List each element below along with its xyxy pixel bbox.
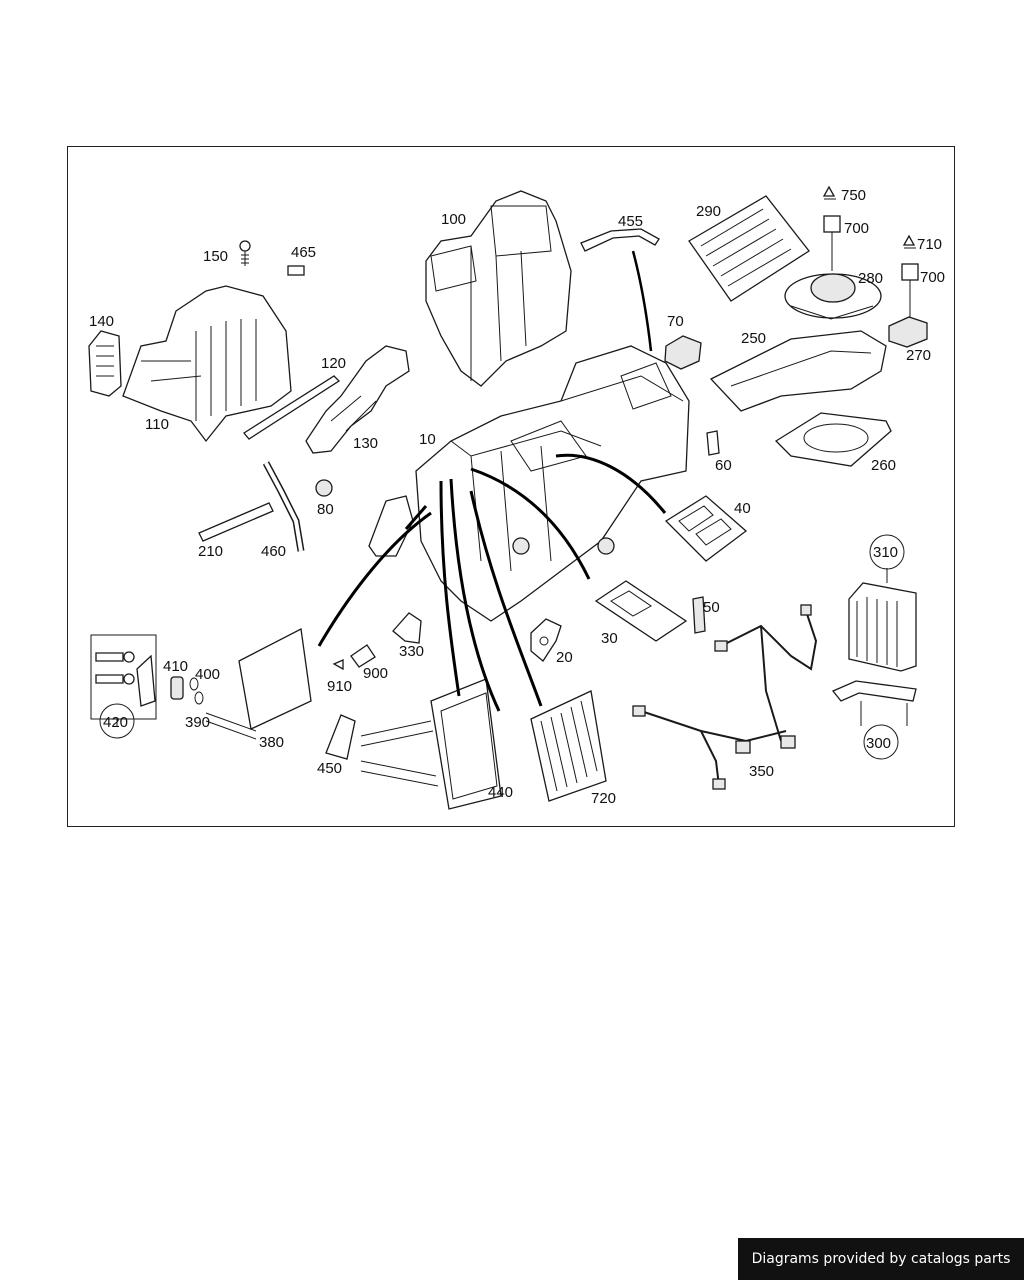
callout-70: 70	[667, 313, 684, 330]
part-460-hose	[262, 461, 305, 552]
part-410-valve	[170, 676, 184, 700]
footer-credit-banner: Diagrams provided by catalogs parts	[738, 1238, 1024, 1280]
callout-460: 460	[261, 543, 286, 560]
part-50-clip	[692, 596, 706, 634]
callout-40: 40	[734, 500, 751, 517]
callout-400: 400	[195, 666, 220, 683]
part-380-evaporator	[205, 628, 312, 740]
part-270-module	[888, 316, 928, 348]
part-720-heater-core	[530, 690, 607, 802]
part-130-bracket	[305, 345, 410, 454]
callout-450: 450	[317, 760, 342, 777]
callout-390: 390	[185, 714, 210, 731]
callout-350: 350	[749, 763, 774, 780]
callout-910: 910	[327, 678, 352, 695]
callout-300: 300	[866, 735, 891, 752]
callout-380: 380	[259, 734, 284, 751]
exploded-parts-diagram: 10 20 30 40 50 60 70 80 100 110 120 130 …	[88, 185, 945, 810]
part-290-frame	[688, 195, 810, 302]
callout-270: 270	[906, 347, 931, 364]
part-110-housing	[122, 285, 292, 443]
part-450-seal	[325, 714, 356, 760]
part-300-filter-cover	[831, 680, 917, 726]
callout-750: 750	[841, 187, 866, 204]
part-30-seal	[594, 580, 688, 642]
callout-80: 80	[317, 501, 334, 518]
callout-290: 290	[696, 203, 721, 220]
callout-210: 210	[198, 543, 223, 560]
callout-140: 140	[89, 313, 114, 330]
parts-diagram-frame: 10 20 30 40 50 60 70 80 100 110 120 130 …	[67, 146, 955, 827]
footer-credit-text: Diagrams provided by catalogs parts	[751, 1251, 1011, 1267]
part-310-filter	[848, 568, 917, 672]
callout-100: 100	[441, 211, 466, 228]
part-420-bolt-kit	[90, 634, 157, 726]
callout-60: 60	[715, 457, 732, 474]
callout-900: 900	[363, 665, 388, 682]
part-70-actuator	[664, 335, 702, 370]
callout-465: 465	[291, 244, 316, 261]
part-330-sensor	[392, 612, 422, 644]
callout-710: 710	[917, 236, 942, 253]
part-210-strip	[198, 502, 274, 542]
callout-10: 10	[419, 431, 436, 448]
callout-410: 410	[163, 658, 188, 675]
part-10-main-housing	[415, 345, 690, 622]
callout-310: 310	[873, 544, 898, 561]
part-60-clip	[706, 430, 720, 456]
callout-420: 420	[103, 714, 128, 731]
part-750-cap	[822, 185, 836, 200]
callout-110: 110	[145, 416, 169, 433]
callout-circle-420	[99, 703, 135, 739]
part-20-lever	[530, 618, 562, 662]
callout-20: 20	[556, 649, 573, 666]
part-440-heater-core	[360, 678, 502, 810]
part-250-cover	[709, 330, 887, 412]
part-910-clip	[332, 658, 344, 671]
assembly-arrows	[317, 250, 667, 712]
part-900-sensor	[350, 644, 376, 668]
callout-700-b: 700	[920, 269, 945, 286]
part-280-blower	[784, 273, 882, 320]
part-700-connector-a	[823, 215, 841, 233]
callout-circle-300	[863, 724, 899, 760]
callout-455: 455	[618, 213, 643, 230]
callout-700-a: 700	[844, 220, 869, 237]
part-465-clip	[287, 265, 305, 276]
callout-30: 30	[601, 630, 618, 647]
part-40-frame	[664, 495, 748, 562]
callout-260: 260	[871, 457, 896, 474]
callout-330: 330	[399, 643, 424, 660]
part-710-cap	[902, 234, 916, 249]
part-150-screw	[239, 240, 251, 266]
callout-120: 120	[321, 355, 346, 372]
callout-250: 250	[741, 330, 766, 347]
part-100-upper-housing	[425, 190, 572, 387]
part-390-seal	[194, 691, 204, 705]
callout-130: 130	[353, 435, 378, 452]
callout-circle-310	[869, 534, 905, 570]
part-350-wiring-harness	[632, 604, 818, 790]
part-400-seal	[189, 677, 199, 691]
part-700-connector-b	[901, 263, 919, 281]
part-140-grille	[88, 330, 122, 397]
part-80-grommet	[315, 479, 333, 497]
callout-50: 50	[703, 599, 720, 616]
part-120-rail	[243, 375, 341, 440]
callout-720: 720	[591, 790, 616, 807]
callout-150: 150	[203, 248, 228, 265]
callout-440: 440	[488, 784, 513, 801]
callout-280: 280	[858, 270, 883, 287]
part-455-rod	[580, 228, 660, 252]
part-260-tray	[774, 412, 892, 467]
